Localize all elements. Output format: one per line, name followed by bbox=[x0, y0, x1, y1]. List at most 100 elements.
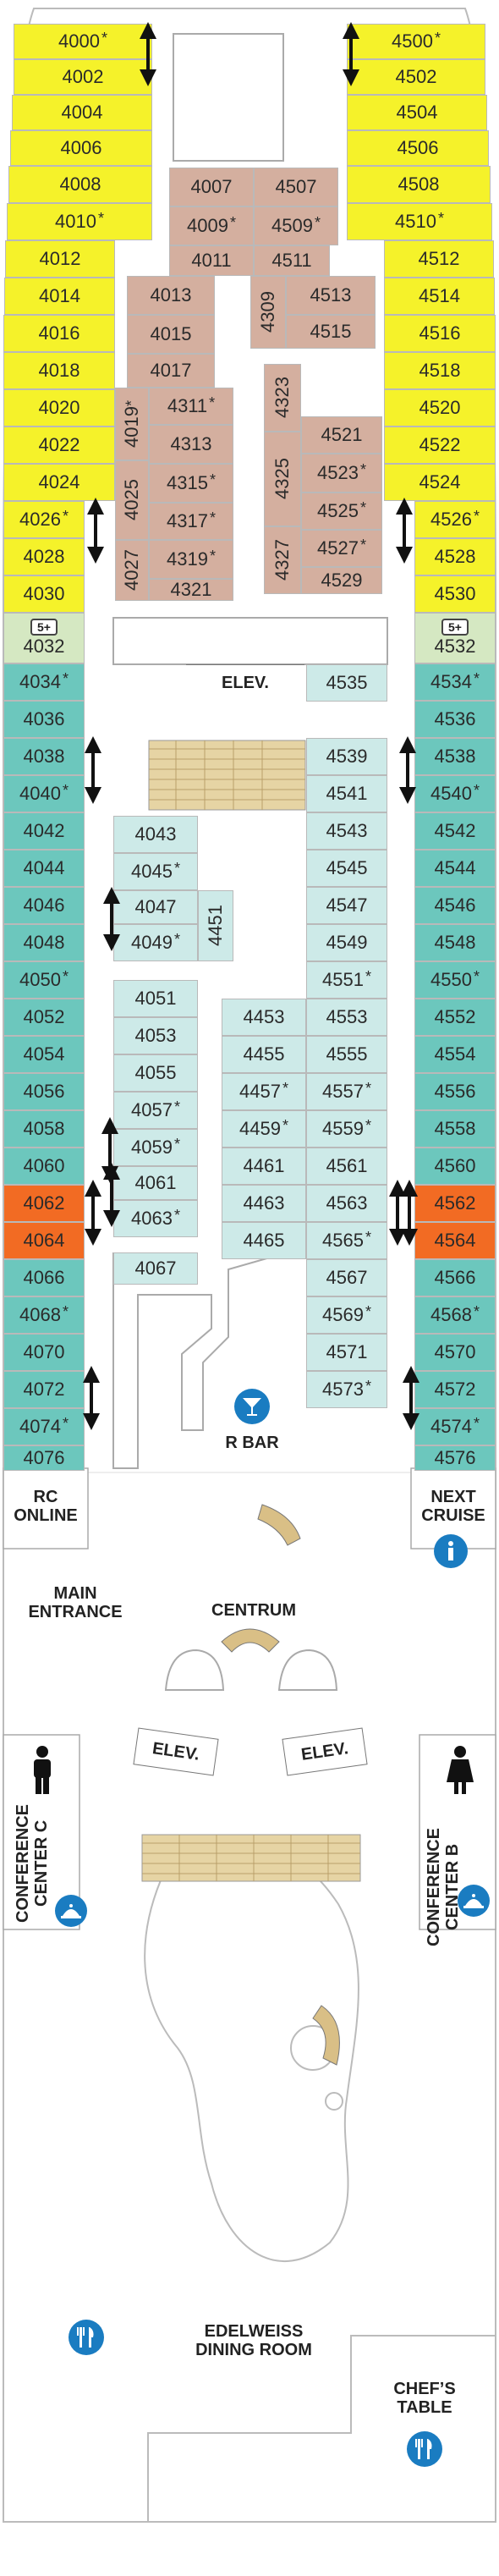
cabin-4017[interactable]: 4017 bbox=[127, 354, 215, 388]
chefs-table-restaurant-icon[interactable] bbox=[406, 2430, 443, 2468]
cabin-4510[interactable]: 4510* bbox=[347, 203, 492, 240]
cabin-4516[interactable]: 4516 bbox=[384, 315, 496, 352]
cabin-4565[interactable]: 4565* bbox=[306, 1222, 387, 1259]
cabin-4520[interactable]: 4520 bbox=[384, 389, 496, 427]
cabin-4008[interactable]: 4008 bbox=[8, 166, 152, 203]
cabin-4060[interactable]: 4060 bbox=[3, 1148, 85, 1185]
cabin-4327[interactable]: 4327 bbox=[264, 526, 301, 594]
cabin-4559[interactable]: 4559* bbox=[306, 1110, 387, 1148]
cabin-4006[interactable]: 4006 bbox=[10, 130, 152, 166]
info-icon[interactable] bbox=[433, 1533, 469, 1569]
cabin-4042[interactable]: 4042 bbox=[3, 812, 85, 850]
cabin-4507[interactable]: 4507 bbox=[254, 168, 338, 206]
cabin-4569[interactable]: 4569* bbox=[306, 1296, 387, 1334]
cabin-4057[interactable]: 4057* bbox=[113, 1092, 198, 1129]
cabin-4541[interactable]: 4541 bbox=[306, 775, 387, 812]
cabin-4309[interactable]: 4309 bbox=[250, 276, 286, 349]
cabin-4049[interactable]: 4049* bbox=[113, 924, 198, 961]
cabin-4551[interactable]: 4551* bbox=[306, 961, 387, 999]
cabin-4570[interactable]: 4570 bbox=[414, 1334, 496, 1371]
cabin-4536[interactable]: 4536 bbox=[414, 701, 496, 738]
cabin-4552[interactable]: 4552 bbox=[414, 999, 496, 1036]
cabin-4548[interactable]: 4548 bbox=[414, 924, 496, 961]
cabin-4539[interactable]: 4539 bbox=[306, 738, 387, 775]
cabin-4321[interactable]: 4321 bbox=[149, 579, 233, 601]
cabin-4032[interactable]: 5+ 4032 bbox=[3, 613, 85, 663]
cabin-4556[interactable]: 4556 bbox=[414, 1073, 496, 1110]
cabin-4523[interactable]: 4523* bbox=[301, 454, 382, 493]
cabin-4554[interactable]: 4554 bbox=[414, 1036, 496, 1073]
cabin-4455[interactable]: 4455 bbox=[222, 1036, 306, 1073]
cabin-4034[interactable]: 4034* bbox=[3, 663, 85, 701]
cabin-4063[interactable]: 4063* bbox=[113, 1200, 198, 1237]
cabin-4567[interactable]: 4567 bbox=[306, 1259, 387, 1296]
cabin-4540[interactable]: 4540* bbox=[414, 775, 496, 812]
bar-icon[interactable] bbox=[233, 1388, 271, 1425]
cabin-4048[interactable]: 4048 bbox=[3, 924, 85, 961]
cabin-4512[interactable]: 4512 bbox=[384, 240, 494, 278]
elevator-upper[interactable]: ELEV. bbox=[186, 664, 304, 702]
dining-icon-conference-c[interactable] bbox=[54, 1894, 88, 1928]
cabin-4546[interactable]: 4546 bbox=[414, 887, 496, 924]
cabin-4036[interactable]: 4036 bbox=[3, 701, 85, 738]
cabin-4020[interactable]: 4020 bbox=[3, 389, 115, 427]
cabin-4560[interactable]: 4560 bbox=[414, 1148, 496, 1185]
cabin-4534[interactable]: 4534* bbox=[414, 663, 496, 701]
cabin-4526[interactable]: 4526* bbox=[414, 501, 496, 538]
restaurant-icon[interactable] bbox=[68, 2319, 105, 2356]
cabin-4050[interactable]: 4050* bbox=[3, 961, 85, 999]
cabin-4013[interactable]: 4013 bbox=[127, 276, 215, 315]
cabin-4508[interactable]: 4508 bbox=[347, 166, 491, 203]
cabin-4529[interactable]: 4529 bbox=[301, 567, 382, 594]
cabin-4504[interactable]: 4504 bbox=[347, 95, 487, 130]
cabin-4028[interactable]: 4028 bbox=[3, 538, 85, 575]
cabin-4549[interactable]: 4549 bbox=[306, 924, 387, 961]
cabin-4315[interactable]: 4315* bbox=[149, 464, 233, 503]
cabin-4562[interactable]: 4562 bbox=[414, 1185, 496, 1222]
cabin-4572[interactable]: 4572 bbox=[414, 1371, 496, 1408]
cabin-4509[interactable]: 4509* bbox=[254, 206, 338, 245]
cabin-4522[interactable]: 4522 bbox=[384, 427, 496, 464]
cabin-4064[interactable]: 4064 bbox=[3, 1222, 85, 1259]
cabin-4027[interactable]: 4027 bbox=[115, 540, 149, 601]
cabin-4004[interactable]: 4004 bbox=[12, 95, 152, 130]
cabin-4564[interactable]: 4564 bbox=[414, 1222, 496, 1259]
cabin-4544[interactable]: 4544 bbox=[414, 850, 496, 887]
cabin-4007[interactable]: 4007 bbox=[169, 168, 254, 206]
cabin-4015[interactable]: 4015 bbox=[127, 315, 215, 354]
cabin-4550[interactable]: 4550* bbox=[414, 961, 496, 999]
cabin-4566[interactable]: 4566 bbox=[414, 1259, 496, 1296]
cabin-4062[interactable]: 4062 bbox=[3, 1185, 85, 1222]
cabin-4453[interactable]: 4453 bbox=[222, 999, 306, 1036]
cabin-4514[interactable]: 4514 bbox=[384, 278, 495, 315]
cabin-4012[interactable]: 4012 bbox=[5, 240, 115, 278]
cabin-4553[interactable]: 4553 bbox=[306, 999, 387, 1036]
cabin-4545[interactable]: 4545 bbox=[306, 850, 387, 887]
cabin-4557[interactable]: 4557* bbox=[306, 1073, 387, 1110]
cabin-4018[interactable]: 4018 bbox=[3, 352, 115, 389]
cabin-4052[interactable]: 4052 bbox=[3, 999, 85, 1036]
cabin-4532[interactable]: 5+ 4532 bbox=[414, 613, 496, 663]
cabin-4066[interactable]: 4066 bbox=[3, 1259, 85, 1296]
cabin-4038[interactable]: 4038 bbox=[3, 738, 85, 775]
cabin-4571[interactable]: 4571 bbox=[306, 1334, 387, 1371]
cabin-4527[interactable]: 4527* bbox=[301, 530, 382, 567]
cabin-4319[interactable]: 4319* bbox=[149, 540, 233, 579]
cabin-4046[interactable]: 4046 bbox=[3, 887, 85, 924]
cabin-4323[interactable]: 4323 bbox=[264, 364, 301, 432]
cabin-4026[interactable]: 4026* bbox=[3, 501, 85, 538]
cabin-4043[interactable]: 4043 bbox=[113, 816, 198, 853]
cabin-4313[interactable]: 4313 bbox=[149, 425, 233, 464]
cabin-4574[interactable]: 4574* bbox=[414, 1408, 496, 1445]
cabin-4070[interactable]: 4070 bbox=[3, 1334, 85, 1371]
cabin-4573[interactable]: 4573* bbox=[306, 1371, 387, 1408]
cabin-4311[interactable]: 4311* bbox=[149, 388, 233, 425]
cabin-4061[interactable]: 4061 bbox=[113, 1166, 198, 1200]
cabin-4072[interactable]: 4072 bbox=[3, 1371, 85, 1408]
cabin-4558[interactable]: 4558 bbox=[414, 1110, 496, 1148]
cabin-4521[interactable]: 4521 bbox=[301, 416, 382, 454]
cabin-4067[interactable]: 4067 bbox=[113, 1252, 198, 1285]
cabin-4561[interactable]: 4561 bbox=[306, 1148, 387, 1185]
cabin-4055[interactable]: 4055 bbox=[113, 1054, 198, 1092]
cabin-4010[interactable]: 4010* bbox=[7, 203, 152, 240]
